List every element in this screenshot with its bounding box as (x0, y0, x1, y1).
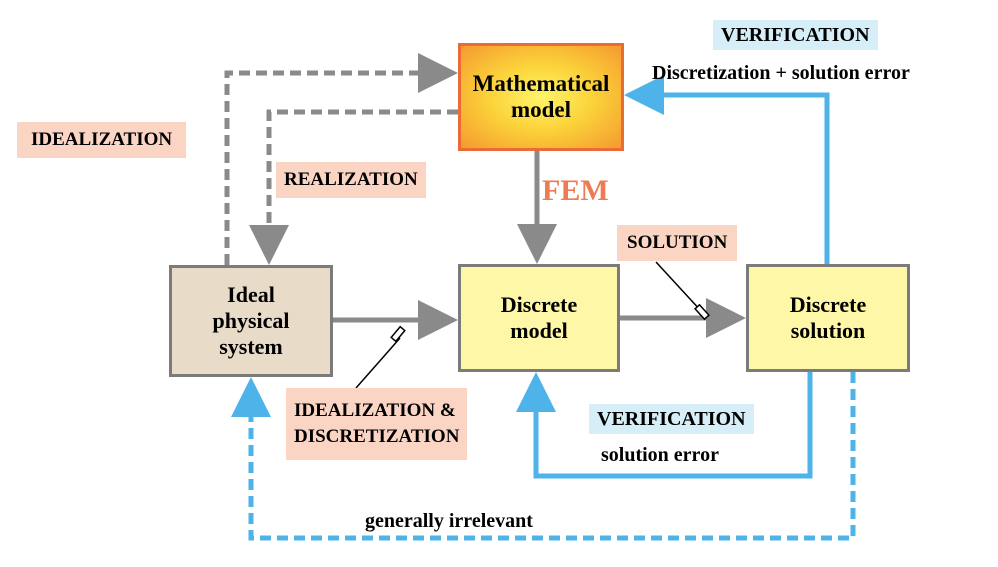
idealization-arrow (224, 53, 458, 265)
node-label: Ideal (227, 282, 275, 307)
ideal-physical-system-box: Ideal physical system (169, 265, 333, 377)
solution-label: SOLUTION (617, 225, 738, 261)
node-label: Mathematical (472, 71, 610, 96)
node-label: solution (790, 318, 866, 343)
spark-icon (390, 325, 406, 343)
mathematical-model-box: Mathematical model (458, 43, 624, 151)
discrete-solution-box: Discrete solution (746, 264, 910, 372)
solution-error-label: solution error (601, 444, 719, 466)
verification-bottom-arrow (516, 372, 813, 479)
verification-bottom-label: VERIFICATION (589, 404, 754, 434)
discretization-solution-error-label: Discretization + solution error (652, 62, 910, 84)
idealization-label: IDEALIZATION (17, 122, 187, 158)
generally-irrelevant-label: generally irrelevant (365, 510, 533, 532)
solution-pointer (655, 261, 703, 313)
idealization-discretization-pointer (355, 337, 401, 389)
verification-top-arrow (624, 75, 830, 264)
realization-arrow (249, 109, 458, 265)
node-label: model (510, 318, 568, 343)
node-label: Discrete (500, 292, 578, 317)
spark-icon (694, 303, 710, 321)
node-label: Discrete (789, 292, 867, 317)
realization-label: REALIZATION (276, 162, 426, 198)
node-label: model (510, 97, 572, 122)
label-line: IDEALIZATION & (294, 400, 456, 421)
idealization-discretization-label: IDEALIZATION & DISCRETIZATION (286, 388, 468, 460)
node-label: physical (212, 308, 290, 333)
verification-top-label: VERIFICATION (713, 20, 878, 50)
node-label: system (219, 334, 283, 359)
label-line: DISCRETIZATION (294, 426, 460, 447)
generally-irrelevant-arrow (231, 372, 856, 541)
discrete-model-box: Discrete model (458, 264, 620, 372)
fem-label: FEM (542, 174, 609, 207)
